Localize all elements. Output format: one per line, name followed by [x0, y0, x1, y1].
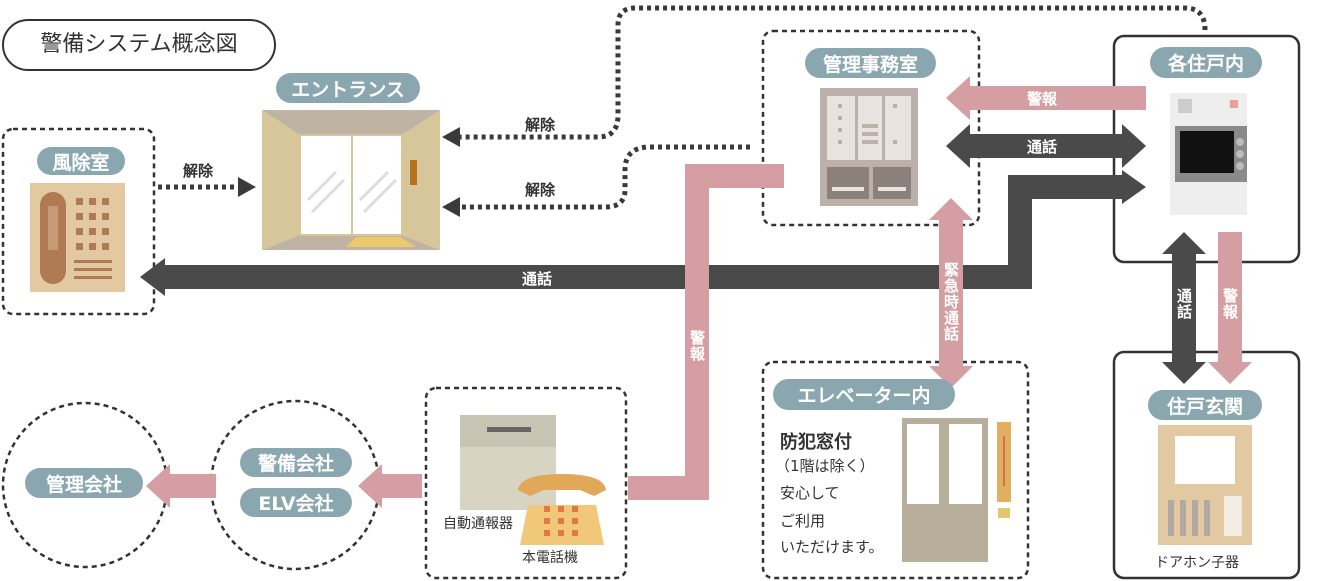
windbreak-intercom-illustration: [30, 183, 125, 292]
label-management-office: 管理事務室: [805, 48, 936, 78]
windbreak-room-box: [1, 127, 156, 316]
release-label: 解除: [525, 181, 556, 199]
label-elevator: エレベーター内: [773, 379, 955, 410]
elevator-door-illustration: [902, 418, 1011, 562]
title-frame: [2, 19, 276, 71]
reporter-box: [424, 386, 628, 580]
emergency-call-label: 緊急時通話: [942, 262, 960, 342]
elevator-note-heading: 防犯窓付: [780, 432, 852, 453]
label-management-company: 管理会社: [25, 468, 143, 498]
elevator-note-line: 安心して: [780, 484, 840, 502]
call-label: 通話: [1027, 138, 1058, 156]
label-security-company: 警備会社: [240, 448, 352, 477]
call-label: 通話: [1175, 288, 1193, 320]
label-each-unit: 各住戸内: [1150, 47, 1262, 78]
auto-reporter-label: 自動通報器: [443, 516, 513, 532]
entrance-illustration: [262, 110, 440, 250]
release-arrowheads: [238, 127, 460, 217]
page-title: 警備システム概念図: [40, 32, 238, 57]
phone-label: 本電話機: [522, 550, 578, 566]
company-circle: [209, 399, 381, 571]
management-office-box: [761, 29, 981, 227]
label-entrance: エントランス: [276, 73, 420, 103]
release-label: 解除: [183, 162, 214, 180]
room-monitor-illustration: [1170, 93, 1247, 215]
elevator-note-line: ご利用: [780, 512, 826, 530]
call-label: 通話: [522, 270, 553, 288]
alarm-label: 警報: [1221, 288, 1239, 320]
label-windbreak-room: 風除室: [37, 147, 125, 175]
auto-reporter-illustration: [460, 415, 556, 510]
release-label: 解除: [525, 116, 556, 134]
call-long-arrow: [160, 175, 1125, 289]
release-arrows: [158, 5, 1208, 210]
alarm-to-reporter-path: [628, 164, 784, 500]
door-phone-illustration: [1158, 425, 1252, 545]
alarm-label: 警報: [1027, 90, 1058, 108]
door-phone-label: ドアホン子器: [1155, 555, 1239, 571]
elevator-note-line: （1階は除く）: [775, 457, 875, 475]
unit-entrance-box: [1112, 350, 1301, 580]
elevator-note-line: いただけます。: [780, 538, 884, 556]
label-unit-entrance: 住戸玄関: [1148, 390, 1262, 420]
alarm-arrowhead: [946, 76, 970, 120]
elevator-box: [761, 360, 1030, 580]
alarm-label: 警報: [688, 330, 706, 362]
control-panel-illustration: [820, 88, 918, 206]
label-elv-company: ELV会社: [240, 488, 352, 517]
telephone-illustration: [518, 474, 606, 545]
